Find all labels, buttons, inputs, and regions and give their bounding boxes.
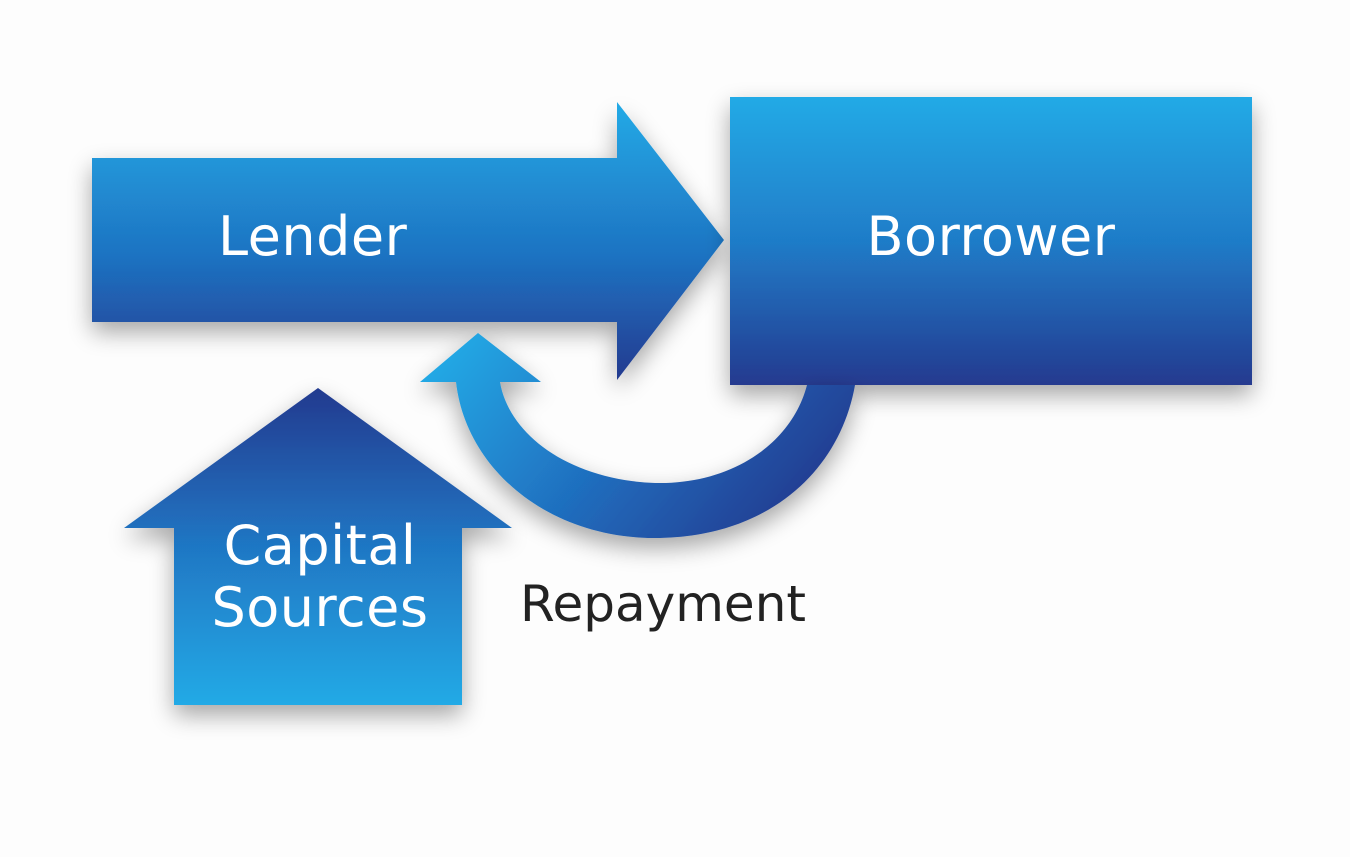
lender-arrow <box>92 102 724 380</box>
capital-sources-arrow <box>124 388 512 705</box>
lender-label: Lender <box>218 205 408 268</box>
borrower-label: Borrower <box>866 205 1116 268</box>
capital-label-line1: Capital <box>223 514 417 577</box>
borrower-box <box>730 97 1252 385</box>
repayment-arrow <box>420 333 855 539</box>
capital-label-line2: Sources <box>211 576 429 639</box>
capital-sources-label: Capital Sources <box>160 515 480 639</box>
repayment-label: Repayment <box>520 575 806 633</box>
